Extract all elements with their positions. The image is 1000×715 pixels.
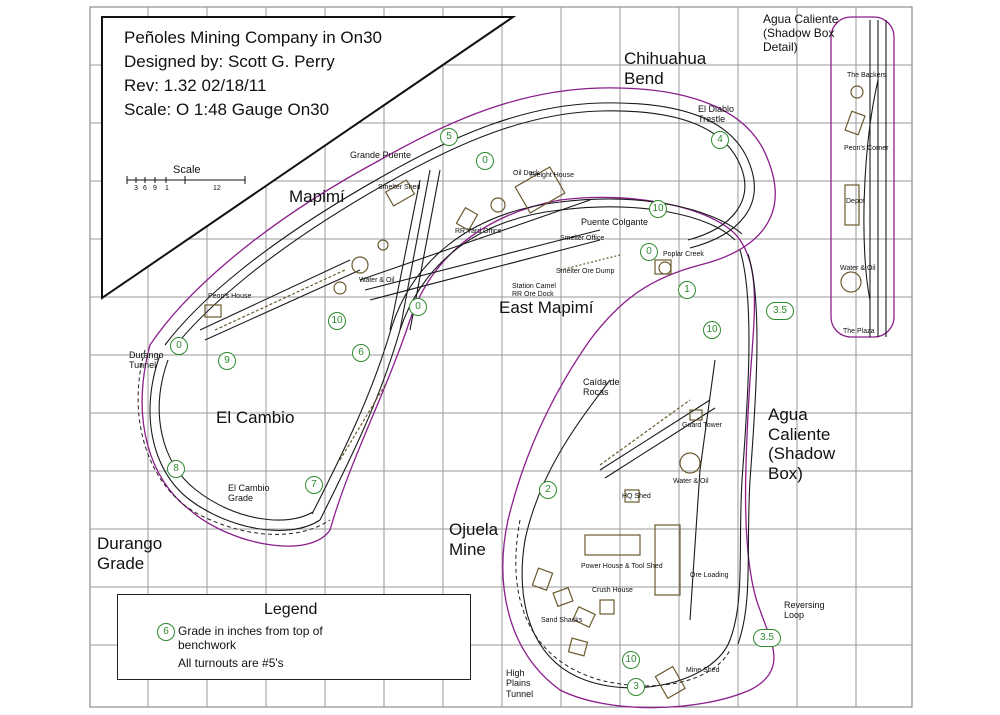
scale-tick: 9 — [153, 185, 157, 192]
area-el-cambio: El Cambio — [216, 408, 295, 427]
grade-marker: 5 — [440, 128, 458, 146]
grade-marker: 1 — [678, 281, 696, 299]
scale-bar — [126, 176, 246, 184]
feature-caida-de-rocas: Caída de Rocas — [583, 377, 620, 398]
grade-marker: 8 — [167, 460, 185, 478]
grade-marker: 3 — [627, 678, 645, 696]
structure-label: Depot — [846, 198, 865, 205]
grade-marker: 6 — [352, 344, 370, 362]
area-east-mapimi: East Mapimí — [499, 298, 594, 317]
grade-marker: 4 — [711, 131, 729, 149]
structure-label: Power House & Tool Shed — [581, 563, 663, 570]
feature-high-plains-tunnel: High Plains Tunnel — [506, 668, 534, 699]
scale-tick: 1 — [165, 185, 169, 192]
main-track — [149, 20, 887, 689]
area-durango-grade: Durango Grade — [97, 534, 163, 573]
structure-label: Water & Oil — [359, 277, 395, 284]
grade-marker: 0 — [409, 298, 427, 316]
structure-label: Oil Dock — [513, 170, 540, 177]
structure-label: Smelter Ore Dump — [556, 268, 615, 275]
scale-bar-label: Scale — [173, 164, 201, 176]
scale-tick: 6 — [143, 185, 147, 192]
area-ojuela-mine: Ojuela Mine — [449, 520, 499, 559]
structure-label: Guard Tower — [682, 422, 722, 429]
structure-label: The Plaza — [843, 328, 875, 335]
grade-marker: 10 — [703, 321, 721, 339]
grade-marker: 0 — [170, 337, 188, 355]
legend: Legend 6 Grade in inches from top of ben… — [117, 594, 471, 680]
revision-info: Rev: 1.32 02/18/11 — [124, 76, 267, 95]
feature-el-cambio-grade: El Cambio Grade — [228, 483, 270, 504]
grade-marker: 10 — [622, 651, 640, 669]
feature-reversing-loop: Reversing Loop — [784, 600, 825, 621]
area-agua-caliente-detail: Agua Caliente (Shadow Box Detail) — [763, 12, 839, 54]
feature-puente-colgante: Puente Colgante — [581, 217, 649, 227]
legend-title: Legend — [264, 601, 318, 618]
area-agua-caliente: Agua Caliente (Shadow Box) — [768, 405, 836, 483]
grade-marker: 7 — [305, 476, 323, 494]
layout-title: Peñoles Mining Company in On30 — [124, 28, 382, 47]
structures — [204, 85, 866, 700]
structure-label: Sand Shacks — [541, 617, 583, 624]
structure-label: Poplar Creek — [663, 251, 704, 258]
feature-el-diablo-trestle: El Diablo Trestle — [698, 104, 735, 125]
area-chihuahua-bend: Chihuahua Bend — [624, 49, 707, 88]
structure-label: Peon's House — [208, 293, 252, 300]
structure-label: Peon's Corner — [844, 145, 889, 152]
structure-label: HQ Shed — [622, 493, 651, 500]
grade-marker: 3.5 — [753, 629, 781, 647]
structure-label: Freight House — [530, 172, 574, 179]
structure-label: Ore Loading — [690, 572, 729, 579]
designer-credit: Designed by: Scott G. Perry — [124, 52, 335, 71]
structure-label: The Backers — [847, 72, 887, 79]
grade-marker: 9 — [218, 352, 236, 370]
structure-label: Smelter Office — [560, 235, 605, 242]
structure-label: Mine Shed — [686, 667, 720, 674]
scale-info: Scale: O 1:48 Gauge On30 — [124, 100, 330, 119]
grade-marker: 3.5 — [766, 302, 794, 320]
structure-label: Water & Oil — [673, 478, 709, 485]
structure-label: Smelter Shed — [378, 184, 421, 191]
grade-marker: 10 — [649, 200, 667, 218]
structure-label: Station Camel RR Ore Dock — [512, 283, 556, 299]
feature-grande-puente: Grande Puente — [350, 150, 412, 160]
structure-label: Water & Oil — [840, 265, 876, 272]
scale-tick: 12 — [213, 185, 221, 192]
legend-turnout-note: All turnouts are #5's — [178, 656, 284, 670]
structure-label: RR Yard Office — [455, 228, 502, 235]
structure-label: Crush House — [592, 587, 633, 594]
title-triangle — [101, 16, 517, 300]
grade-marker: 0 — [640, 243, 658, 261]
grade-marker: 2 — [539, 481, 557, 499]
feature-durango-tunnel: Durango Tunnel — [129, 350, 164, 371]
legend-grade-description: Grade in inches from top of benchwork — [178, 624, 323, 652]
scale-tick: 3 — [134, 185, 138, 192]
area-mapimi: Mapimí — [289, 187, 345, 206]
grade-marker: 10 — [328, 312, 346, 330]
dashed-loop — [137, 349, 731, 687]
grade-marker: 0 — [476, 152, 494, 170]
legend-grade-sample: 6 — [157, 623, 175, 641]
